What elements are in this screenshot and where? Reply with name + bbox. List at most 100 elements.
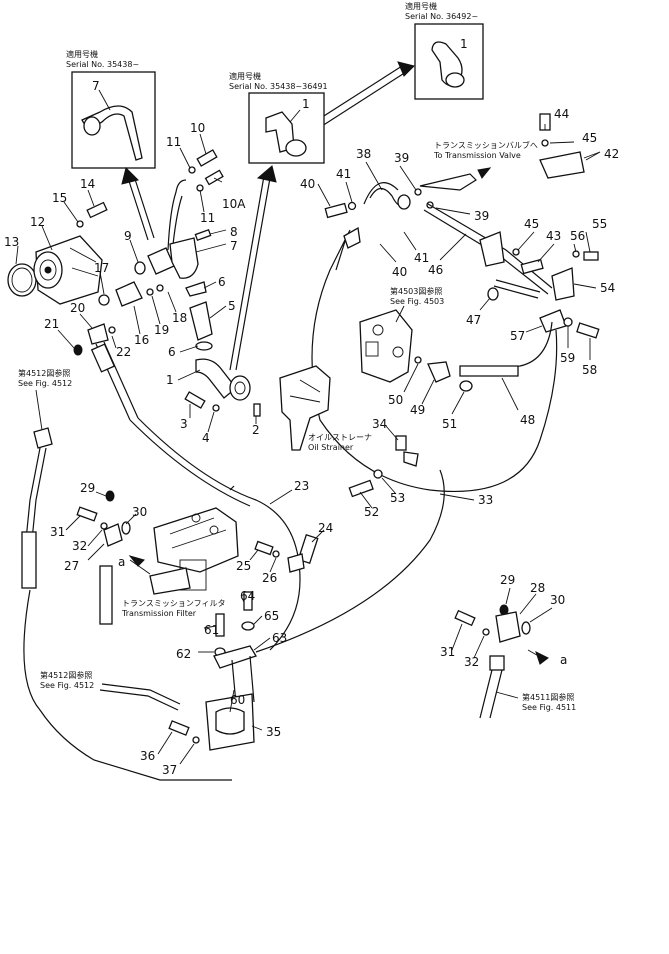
callout-6b: 6 <box>168 345 176 359</box>
oil-strainer <box>279 365 331 451</box>
bolt-43 <box>520 258 544 275</box>
o-ring-30 <box>121 521 131 535</box>
callout-37: 37 <box>162 763 177 777</box>
o-ring-17 <box>98 294 110 306</box>
pipe-flange <box>83 116 101 136</box>
callout-8: 8 <box>230 225 238 239</box>
callout-40b: 40 <box>392 265 407 279</box>
inset-part-no: 1 <box>460 37 468 51</box>
note-trans-valve: To Transmission Valve <box>433 151 521 160</box>
callout-39a: 39 <box>394 151 409 165</box>
callout-6a: 6 <box>218 275 226 289</box>
callout-42: 42 <box>604 147 619 161</box>
elbow-24 <box>287 553 305 573</box>
callout-18: 18 <box>172 311 187 325</box>
callout-31b: 31 <box>440 645 455 659</box>
arrow-to-inset-35438 <box>121 167 155 241</box>
callout-61: 61 <box>204 623 219 637</box>
callout-39b: 39 <box>474 209 489 223</box>
tube-end <box>445 72 465 88</box>
plug-29 <box>105 490 115 502</box>
hose-5 <box>189 301 213 341</box>
clamp-6b <box>195 341 213 351</box>
washer-15 <box>76 220 84 228</box>
plug-21 <box>73 344 83 356</box>
fitting-left <box>33 427 53 449</box>
hose-48 <box>459 321 553 373</box>
callout-1: 1 <box>166 373 174 387</box>
inset-label-jp: 適用号機 <box>229 71 261 81</box>
inset-part-no: 1 <box>302 97 310 111</box>
arrow-to-inset-35438-36491 <box>229 165 277 371</box>
callout-23: 23 <box>294 479 309 493</box>
callout-29: 29 <box>80 481 95 495</box>
washer-37 <box>192 736 200 744</box>
callout-59: 59 <box>560 351 575 365</box>
note-fig4512a-jp: 第4512図参照 <box>18 368 70 378</box>
inset-label: Serial No. 36492~ <box>405 12 478 21</box>
fitting-20 <box>87 323 109 345</box>
callout-11a: 11 <box>166 135 181 149</box>
callout-53: 53 <box>390 491 405 505</box>
callout-38: 38 <box>356 147 371 161</box>
callout-41b: 41 <box>414 251 429 265</box>
callout-24: 24 <box>318 521 333 535</box>
callout-51: 51 <box>442 417 457 431</box>
callout-65: 65 <box>264 609 279 623</box>
callout-12: 12 <box>30 215 45 229</box>
callout-57: 57 <box>510 329 525 343</box>
flange-8 <box>147 247 175 275</box>
callout-49: 49 <box>410 403 425 417</box>
plug-2 <box>253 403 261 417</box>
callout-35: 35 <box>266 725 281 739</box>
plate-63 <box>213 645 257 669</box>
fitting-assembly-right: 第4511図参照 See Fig. 4511 <box>454 604 576 719</box>
clamp-60 <box>215 707 245 735</box>
note-trans-filter-jp: トランスミッションフィルタ <box>122 599 225 608</box>
note-fig4512b-jp: 第4512図参照 <box>40 670 92 680</box>
callout-28: 28 <box>530 581 545 595</box>
note-fig4511-jp: 第4511図参照 <box>522 692 574 702</box>
callout-26: 26 <box>262 571 277 585</box>
transmission-filter-section: トランスミッションフィルタ Transmission Filter <box>76 490 319 625</box>
o-ring-30b <box>521 621 531 635</box>
callout-47: 47 <box>466 313 481 327</box>
callout-22: 22 <box>116 345 131 359</box>
flange-16 <box>115 281 143 307</box>
callout-36: 36 <box>140 749 155 763</box>
callout-20: 20 <box>70 301 85 315</box>
clamp-46 <box>479 231 505 267</box>
callout-5: 5 <box>228 299 236 313</box>
callout-52: 52 <box>364 505 379 519</box>
bolt-55 <box>583 251 599 261</box>
inset-label-jp: 適用号機 <box>66 49 98 59</box>
callout-a: a <box>118 555 125 569</box>
left-hose <box>21 427 232 781</box>
bolt-40 <box>324 202 348 219</box>
fitting-41 <box>343 226 361 249</box>
washer-11a <box>188 166 196 174</box>
bolt-36 <box>168 720 190 736</box>
inset-part-no: 7 <box>92 79 100 93</box>
clamp-section <box>168 469 445 751</box>
callout-2: 2 <box>252 423 260 437</box>
bolt-14 <box>86 201 108 219</box>
washer-41 <box>347 201 357 211</box>
callout-56: 56 <box>570 229 585 243</box>
washer-32 <box>100 522 108 530</box>
bracket-42 <box>539 151 585 179</box>
note-fig4503: See Fig. 4503 <box>390 297 444 306</box>
clip-57 <box>539 309 567 333</box>
note-fig4511: See Fig. 4511 <box>522 703 576 712</box>
bolt-31 <box>76 506 98 522</box>
clamp-6a <box>185 281 207 297</box>
washer-65 <box>241 621 255 631</box>
callout-60: 60 <box>230 693 245 707</box>
inset-label: Serial No. 35438~36491 <box>229 82 328 91</box>
callout-48: 48 <box>520 413 535 427</box>
callout-31: 31 <box>50 525 65 539</box>
hose-from-20 <box>90 341 139 421</box>
note-fig4512a: See Fig. 4512 <box>18 379 72 388</box>
